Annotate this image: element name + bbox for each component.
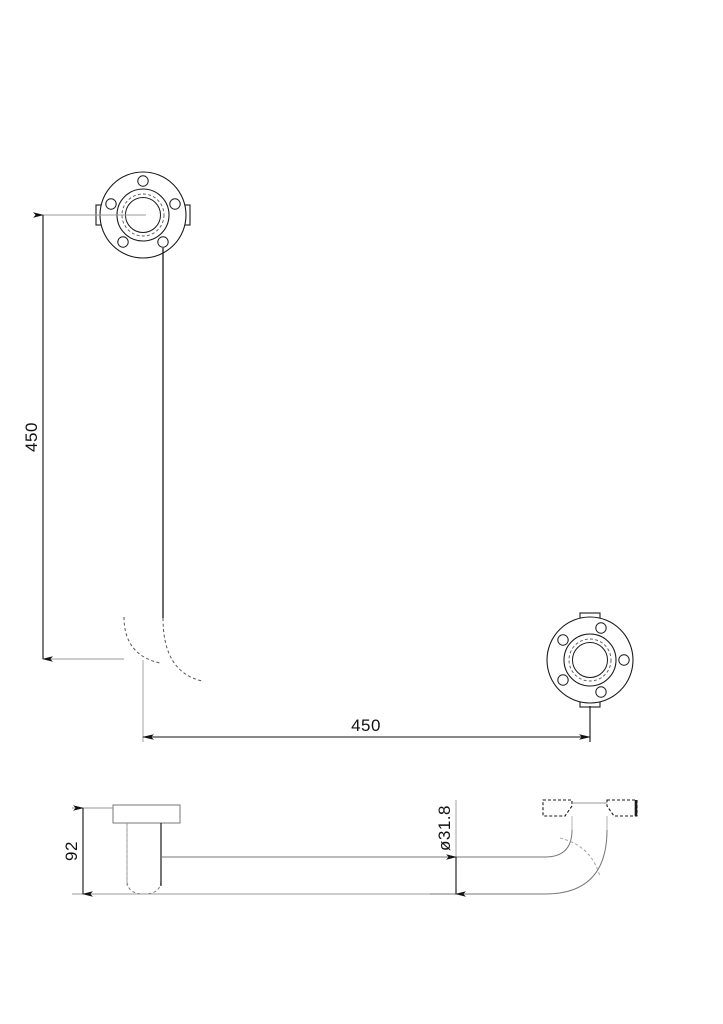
elevation-elbow-bore-arc <box>559 837 601 878</box>
elevation-elbow-outer-arc <box>544 829 608 895</box>
flange-right-bore-circle <box>568 638 612 682</box>
dim-horizontal-450-label: 450 <box>351 716 381 735</box>
flange-right-hole-3 <box>557 634 569 646</box>
dimension-vertical-450: 450 <box>22 212 146 662</box>
flange-right-hole-4 <box>557 674 569 686</box>
elevation-view-group: 92 ø31.8 <box>62 799 638 897</box>
plan-view-group: 450 450 <box>22 171 634 742</box>
flange-top-hole-4 <box>117 236 129 248</box>
dim-92-label: 92 <box>62 841 81 861</box>
elevation-elbow-inner-arc <box>544 829 573 858</box>
flange-right <box>546 612 634 708</box>
flange-right-inner-bore <box>572 642 608 678</box>
elevation-flange-section-right <box>606 799 638 817</box>
flange-right-hole-2 <box>595 622 607 634</box>
dimension-horizontal-450: 450 <box>142 660 591 742</box>
dimension-diameter: ø31.8 <box>435 800 466 897</box>
plan-elbow-outer-arc <box>162 617 203 682</box>
dim-vertical-450-label: 450 <box>22 422 41 452</box>
flange-top-hole-2 <box>169 198 181 210</box>
elevation-right-flange <box>542 799 638 817</box>
flange-top-hole-5 <box>105 198 117 210</box>
flange-right-hole-5 <box>595 686 607 698</box>
dim-diameter-label: ø31.8 <box>435 805 454 851</box>
flange-top-bore-circle <box>121 193 165 237</box>
flange-top-hole-1 <box>137 175 149 187</box>
flange-right-hole-1 <box>618 654 630 666</box>
dimension-92: 92 <box>62 805 430 897</box>
flange-top-hole-3 <box>157 236 169 248</box>
elevation-vertical-tube-profile <box>126 823 162 895</box>
flange-right-boss-circle <box>563 633 617 687</box>
plan-elbow-inner-arc <box>123 616 161 664</box>
flange-right-outer-circle <box>546 616 634 704</box>
elevation-left-flange-plate <box>112 804 181 824</box>
elevation-flange-section-left <box>542 799 573 817</box>
